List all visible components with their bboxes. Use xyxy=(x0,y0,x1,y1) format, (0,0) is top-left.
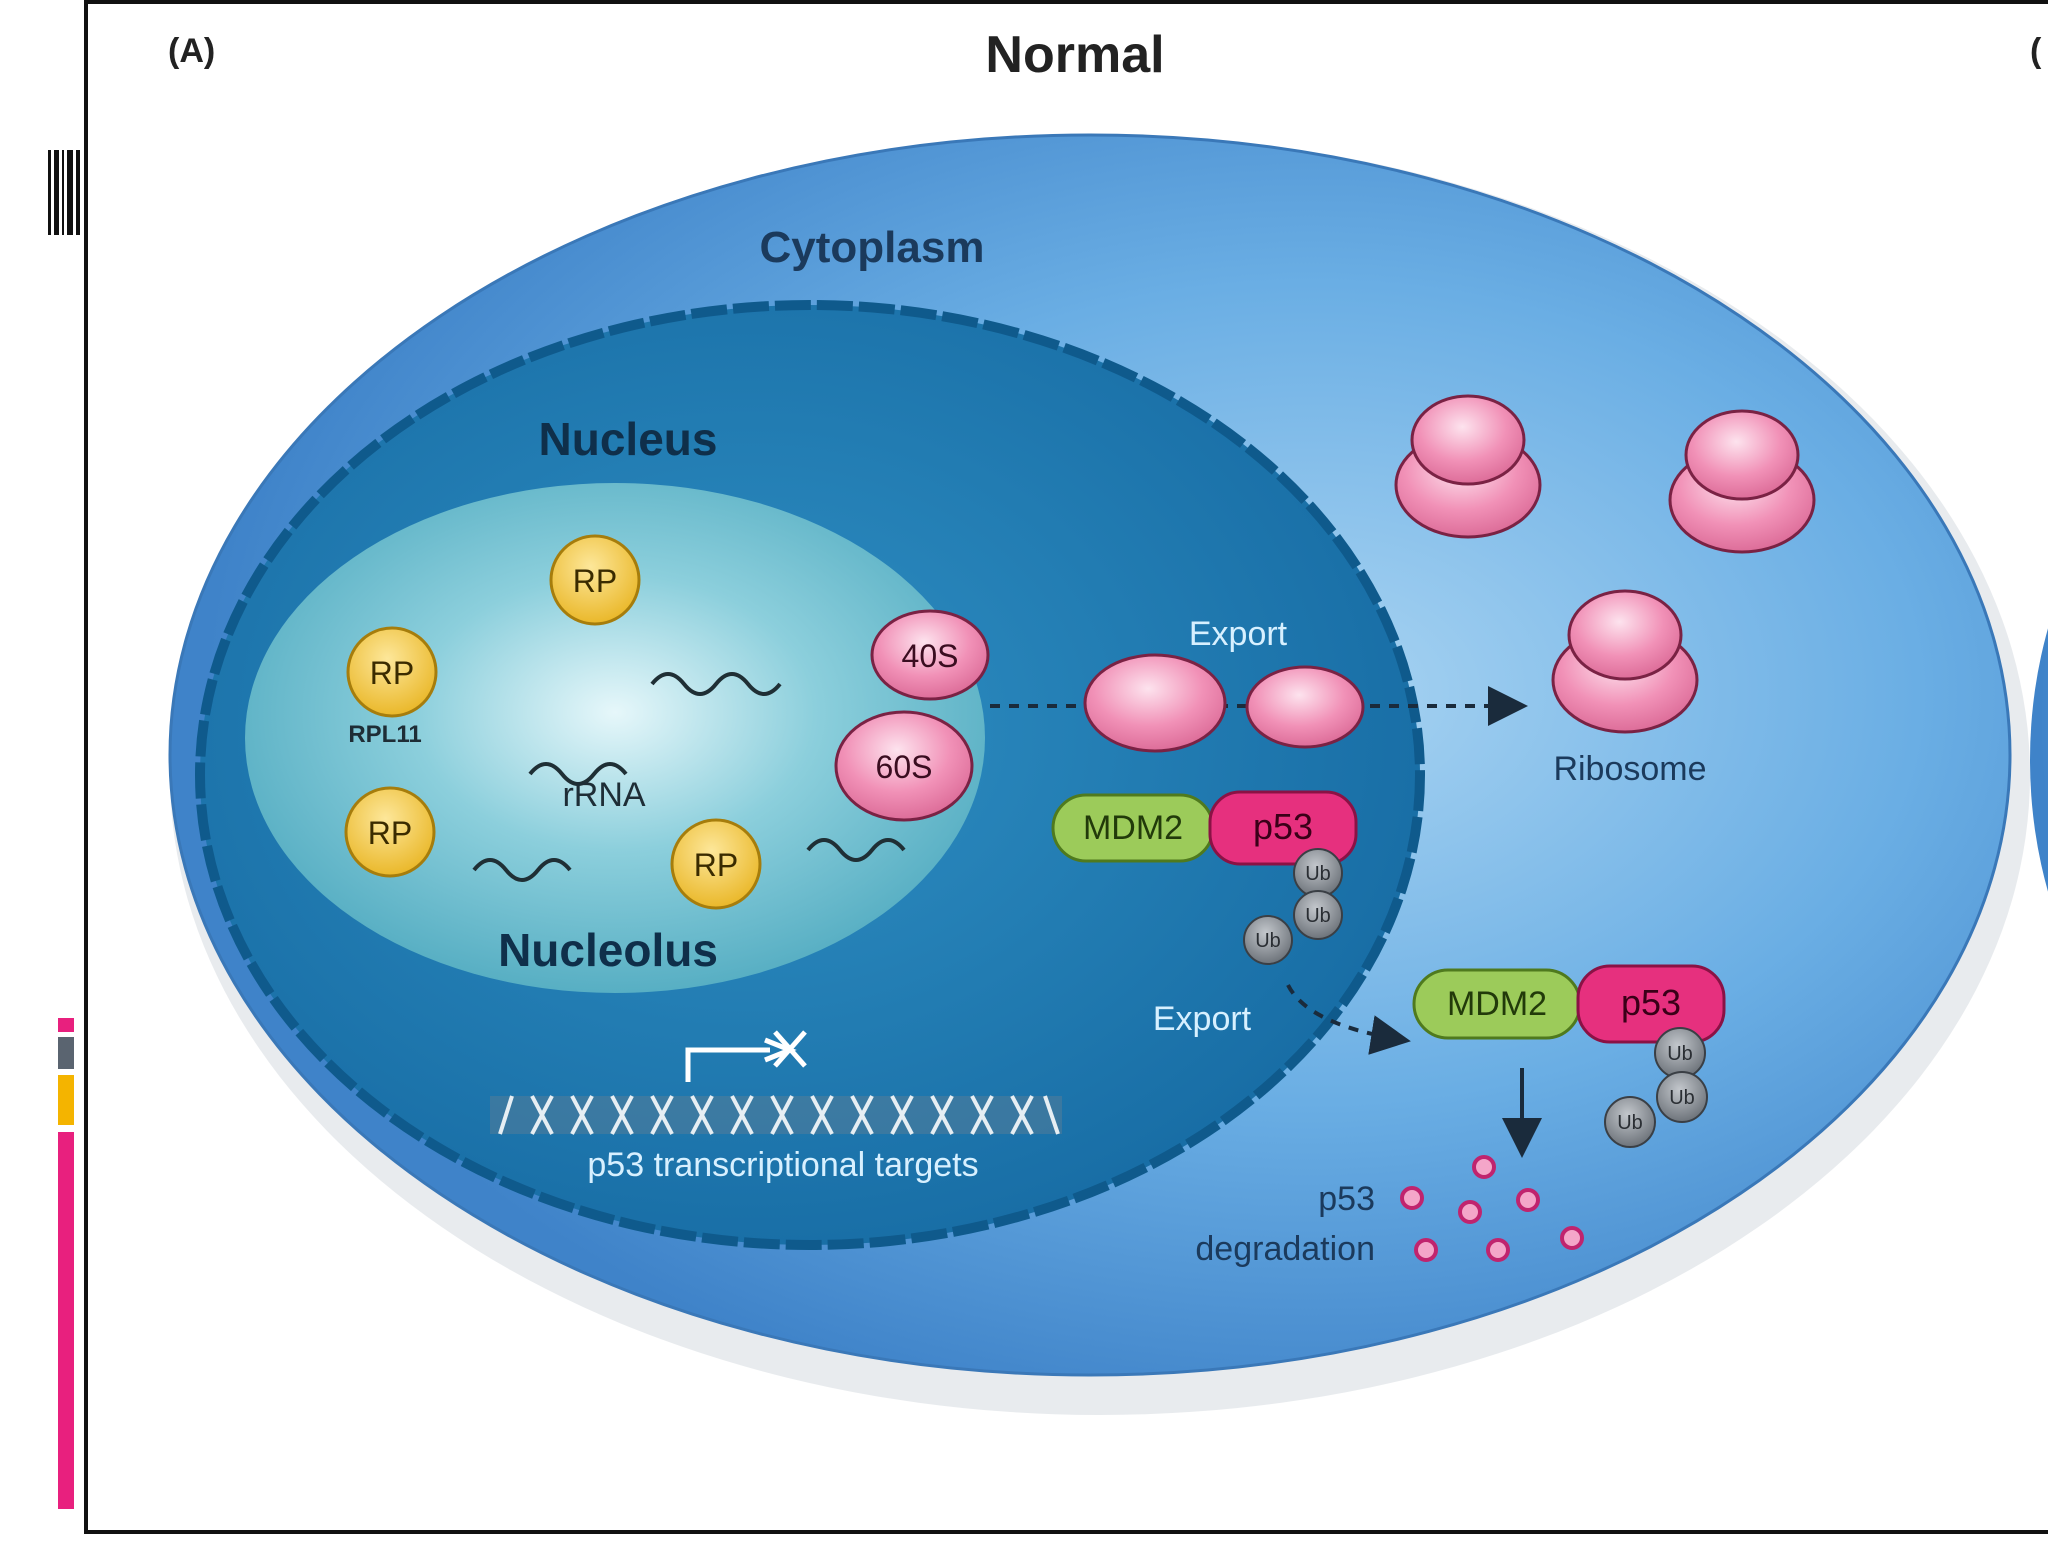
svg-text:MDM2: MDM2 xyxy=(1083,809,1183,847)
svg-text:RP: RP xyxy=(573,563,617,599)
accent-bar-gray xyxy=(58,1037,74,1069)
exported-60s-subunit xyxy=(1083,653,1227,753)
svg-text:p53: p53 xyxy=(1621,982,1681,1023)
svg-text:40S: 40S xyxy=(902,638,959,674)
rp-protein: RP xyxy=(670,818,762,910)
ribosome xyxy=(1394,394,1542,539)
p53-degradation-label-line1: p53 xyxy=(1318,1180,1375,1218)
mdm2-p53-complex-nuclear: MDM2 p53 Ub Ub Ub xyxy=(1051,790,1358,965)
svg-text:RP: RP xyxy=(370,655,414,691)
slide-sidebar-decor xyxy=(48,150,80,1509)
nucleolus-label: Nucleolus xyxy=(498,924,718,976)
rrna-label: rRNA xyxy=(562,776,645,814)
transcription-start-blocked xyxy=(685,1030,807,1082)
ribosome-subunit-60s: 60S xyxy=(834,710,974,822)
mdm2-p53-complex-cytoplasmic: MDM2 p53 Ub Ub Ub xyxy=(1412,964,1726,1148)
svg-text:RP: RP xyxy=(368,815,412,851)
rrna-squiggle xyxy=(528,762,628,786)
ribosome-label: Ribosome xyxy=(1553,750,1706,788)
next-panel-label-fragment: ( xyxy=(2030,32,2042,70)
accent-bar-pink xyxy=(58,1132,74,1509)
ubiquitin-chain: Ub Ub Ub xyxy=(1604,1027,1708,1148)
p53-fragments xyxy=(1400,1155,1584,1262)
rp-protein: RP xyxy=(549,534,641,626)
ubiquitin-chain: Ub Ub Ub xyxy=(1243,848,1343,965)
rrna-squiggle xyxy=(472,858,572,882)
p53-degradation-label-line2: degradation xyxy=(1195,1230,1375,1268)
accent-bar-yellow xyxy=(58,1075,74,1125)
svg-text:Ub: Ub xyxy=(1305,863,1331,885)
svg-text:60S: 60S xyxy=(876,749,933,785)
rrna-squiggle xyxy=(650,672,782,696)
svg-text:Ub: Ub xyxy=(1617,1112,1643,1134)
dna-helix xyxy=(490,1095,1062,1135)
svg-text:Ub: Ub xyxy=(1255,930,1281,952)
rpl11-label: RPL11 xyxy=(348,721,421,748)
nucleolus xyxy=(245,483,985,993)
svg-text:Ub: Ub xyxy=(1305,905,1331,927)
p53-protein xyxy=(1576,964,1726,1044)
rp-protein: RP xyxy=(344,786,436,878)
slide-sidebar xyxy=(0,0,86,1536)
rp-protein: RP xyxy=(346,626,438,718)
nucleus-label: Nucleus xyxy=(539,413,718,465)
barcode-mark xyxy=(48,150,80,235)
ribosome xyxy=(1668,409,1816,554)
export-label-top: Export xyxy=(1189,615,1288,653)
svg-text:Ub: Ub xyxy=(1667,1043,1693,1065)
svg-text:MDM2: MDM2 xyxy=(1447,985,1547,1023)
rrna-squiggle xyxy=(806,838,906,862)
ribosome-subunit-40s: 40S xyxy=(870,609,990,701)
cytoplasm-label: Cytoplasm xyxy=(760,223,985,272)
adjacent-cell-edge xyxy=(2030,628,2048,892)
p53-targets-label: p53 transcriptional targets xyxy=(587,1146,978,1184)
svg-text:Ub: Ub xyxy=(1669,1087,1695,1109)
accent-bar-pink-top xyxy=(58,1018,74,1032)
exported-40s-subunit xyxy=(1245,665,1365,749)
panel-title: Normal xyxy=(985,26,1164,84)
svg-text:p53: p53 xyxy=(1253,806,1313,847)
p53-protein xyxy=(1208,790,1358,866)
svg-text:RP: RP xyxy=(694,847,738,883)
ribosome xyxy=(1551,589,1699,734)
export-label-bottom: Export xyxy=(1153,1000,1252,1038)
panel-label: (A) xyxy=(168,32,215,70)
